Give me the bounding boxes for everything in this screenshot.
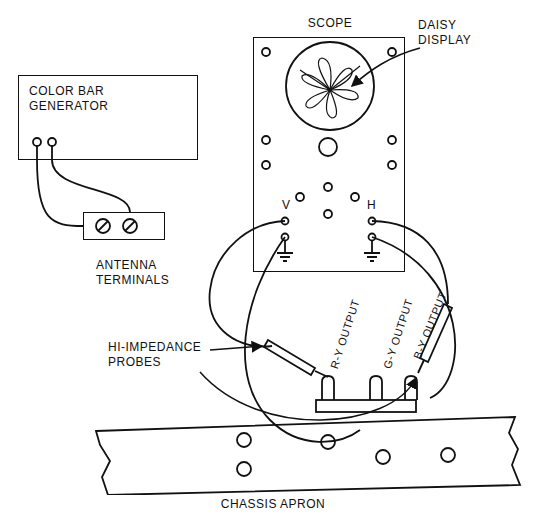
callout-label: HI-IMPEDANCE PROBES — [108, 340, 208, 370]
scope-drawing — [262, 42, 396, 261]
node-label: CHASSIS APRON — [88, 497, 458, 512]
scope-case: SCOPE — [253, 37, 405, 272]
input-label: V — [282, 198, 291, 213]
apron-hole — [376, 450, 390, 464]
generator-box: COLOR BAR GENERATOR — [18, 75, 198, 160]
node-label: COLOR BAR GENERATOR — [29, 84, 121, 114]
heading: SCOPE — [254, 16, 406, 31]
apron-hole — [321, 435, 335, 449]
leader-lines — [200, 48, 420, 420]
chassis-apron: CHASSIS APRON — [88, 405, 528, 525]
antenna-screws — [96, 219, 137, 233]
pin-label: R-Y OUTPUT — [327, 297, 364, 370]
node-label: ANTENNA TERMINALS — [96, 258, 192, 288]
input-label: H — [367, 198, 376, 213]
apron-outline — [88, 405, 528, 495]
wire — [37, 160, 83, 226]
tube-socket — [316, 376, 417, 412]
antenna-terminal-strip: ANTENNA TERMINALS — [83, 212, 165, 240]
apron-hole — [237, 462, 251, 476]
apron-hole — [237, 433, 251, 447]
apron-band — [96, 417, 520, 495]
probe-wires — [210, 221, 456, 442]
pin-label: G-Y OUTPUT — [380, 297, 417, 371]
wire — [52, 160, 130, 212]
generator-terminals — [33, 138, 56, 160]
apron-hole — [441, 448, 455, 462]
callout-label: DAISY DISPLAY — [418, 18, 498, 48]
